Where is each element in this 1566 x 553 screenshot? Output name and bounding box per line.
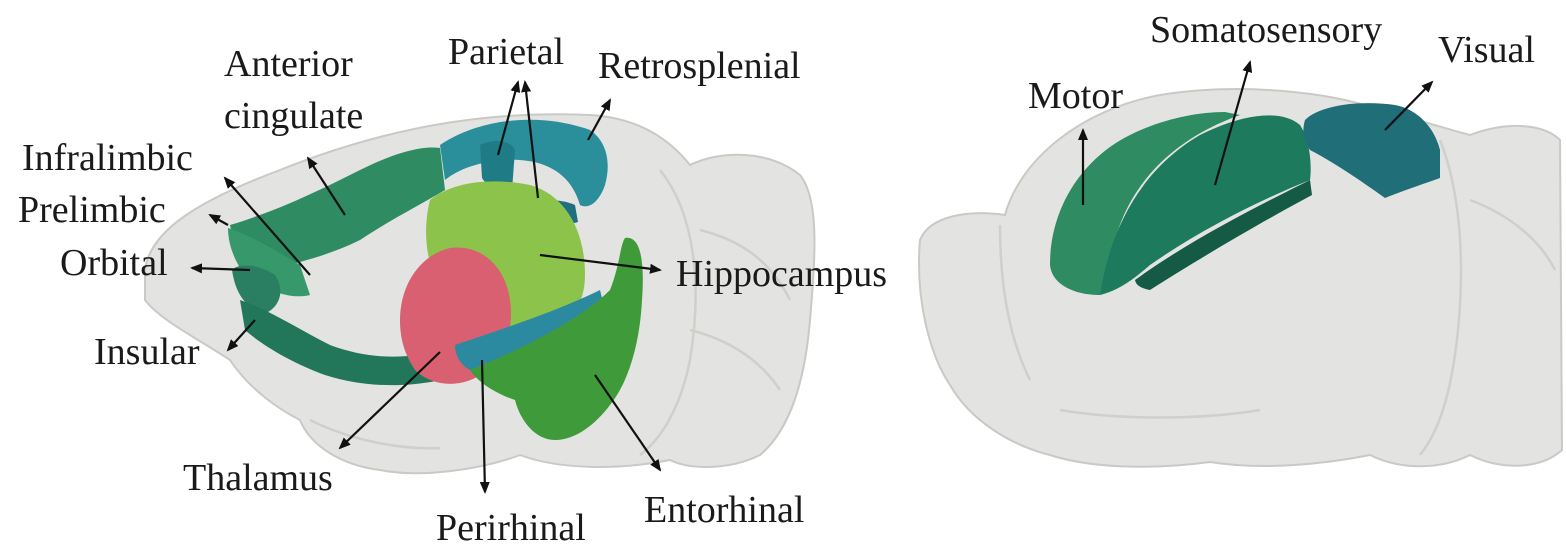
label-parietal: Parietal [448,31,564,73]
label-entorhinal: Entorhinal [644,489,804,531]
label-anterior-cingulate-line1: Anterior [224,43,353,85]
label-prelimbic: Prelimbic [18,189,166,231]
label-retrosplenial: Retrosplenial [598,45,801,87]
label-thalamus: Thalamus [183,457,333,499]
label-hippocampus: Hippocampus [676,253,887,295]
label-infralimbic: Infralimbic [22,137,193,179]
left-brain-panel: Anterior cingulate Parietal Retrosplenia… [18,31,887,549]
label-perirhinal: Perirhinal [436,507,586,549]
label-anterior-cingulate-line2: cingulate [224,95,363,137]
right-brain-panel: Somatosensory Visual Motor [919,9,1562,467]
label-somatosensory: Somatosensory [1150,9,1382,51]
label-motor: Motor [1028,75,1123,117]
label-orbital: Orbital [60,242,168,284]
label-insular: Insular [94,331,200,373]
label-visual: Visual [1438,29,1535,71]
